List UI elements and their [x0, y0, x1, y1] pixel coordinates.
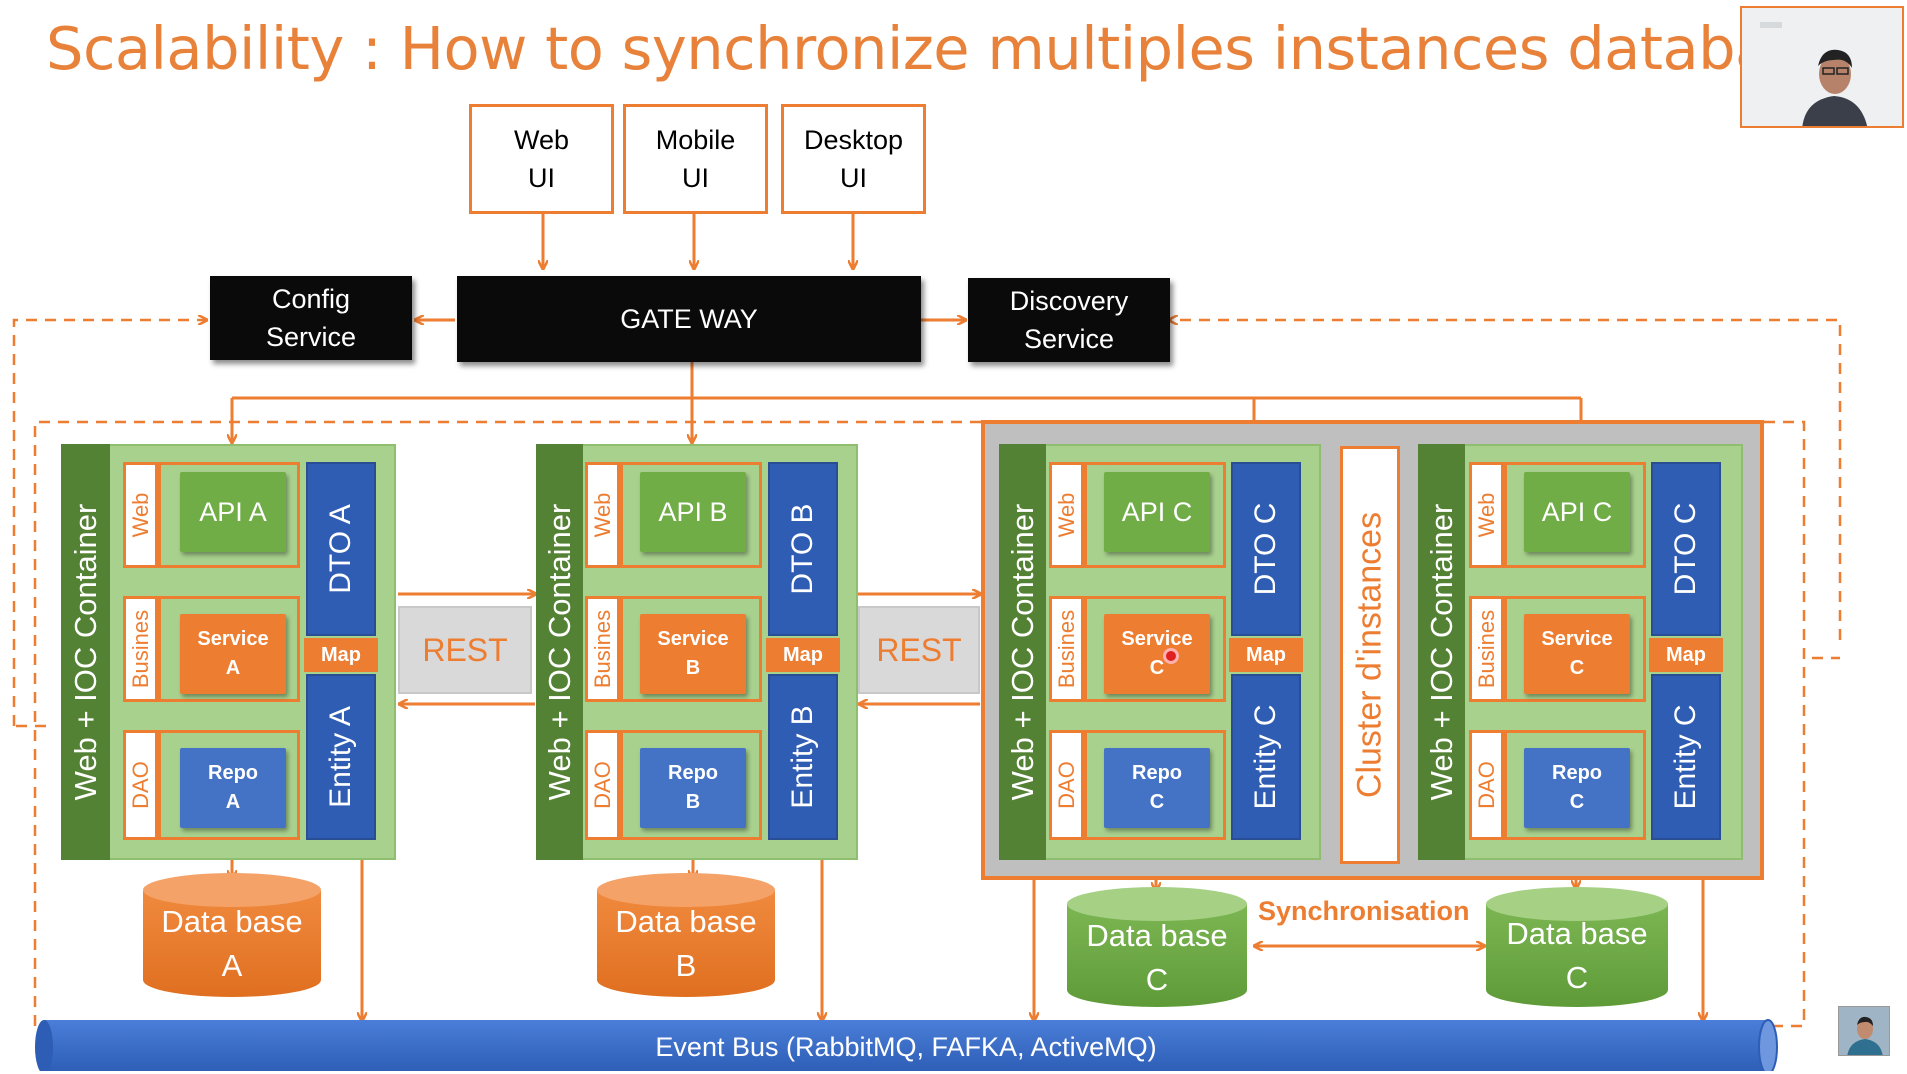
container-label: Web + IOC Container [541, 503, 577, 801]
business-layer-label: Busines [1049, 596, 1084, 702]
dto-a-column: DTO A [306, 462, 376, 636]
dto-c1-column: DTO C [1231, 462, 1301, 636]
api-c2-box: API C [1524, 472, 1630, 552]
slide-title: Scalability : How to synchronize multipl… [46, 14, 1886, 83]
synchronisation-label: Synchronisation [1258, 896, 1470, 926]
dao-layer-frame [158, 730, 300, 840]
rest-b-c: REST [858, 606, 980, 694]
web-layer-frame [620, 462, 762, 568]
entity-c1-column: Entity C [1231, 674, 1301, 840]
event-bus-shape [35, 1019, 1778, 1071]
microservice-b-container-bar: Web + IOC Container [536, 444, 583, 860]
container-label: Web + IOC Container [1004, 503, 1040, 801]
microservice-a-container-bar: Web + IOC Container [61, 444, 110, 860]
dto-c2-column: DTO C [1651, 462, 1721, 636]
map-c1-tag: Map [1229, 638, 1303, 672]
map-a-tag: Map [304, 638, 378, 672]
container-label: Web + IOC Container [1423, 503, 1459, 801]
business-layer-frame [1084, 596, 1226, 702]
api-b-box: API B [640, 472, 746, 552]
presenter-image [1742, 8, 1902, 126]
event-bus-label: Event Bus (RabbitMQ, FAFKA, ActiveMQ) [655, 1031, 1157, 1062]
web-layer-frame [1084, 462, 1226, 568]
cursor-pointer-icon [1163, 648, 1179, 664]
participant-thumbnail [1838, 1006, 1890, 1056]
api-a-box: API A [180, 472, 286, 552]
dao-layer-frame [620, 730, 762, 840]
dao-layer-frame [1504, 730, 1646, 840]
business-layer-label: Busines [123, 596, 158, 702]
entity-a-column: Entity A [306, 674, 376, 840]
dto-b-column: DTO B [768, 462, 838, 636]
entity-c2-column: Entity C [1651, 674, 1721, 840]
dao-layer-label: DAO [585, 730, 620, 840]
databases [143, 873, 1668, 1007]
dao-layer-label: DAO [1049, 730, 1084, 840]
web-layer-frame [1504, 462, 1646, 568]
dao-layer-label: DAO [1469, 730, 1504, 840]
rest-a-b: REST [398, 606, 532, 694]
presenter-webcam [1740, 6, 1904, 128]
business-layer-label: Busines [1469, 596, 1504, 702]
business-layer-frame [620, 596, 762, 702]
dao-layer-frame [1084, 730, 1226, 840]
web-layer-label: Web [1469, 462, 1504, 568]
web-layer-label: Web [585, 462, 620, 568]
gateway-box: GATE WAY [457, 276, 921, 362]
entity-b-column: Entity B [768, 674, 838, 840]
microservice-c2-container-bar: Web + IOC Container [1418, 444, 1465, 860]
cluster-label: Cluster d'instances [1350, 511, 1389, 799]
participant-image [1839, 1007, 1889, 1055]
microservice-c1-container-bar: Web + IOC Container [999, 444, 1046, 860]
business-layer-label: Busines [585, 596, 620, 702]
business-layer-frame [1504, 596, 1646, 702]
cluster-label-box: Cluster d'instances [1340, 446, 1400, 864]
api-c1-box: API C [1104, 472, 1210, 552]
web-layer-label: Web [1049, 462, 1084, 568]
map-c2-tag: Map [1649, 638, 1723, 672]
container-label: Web + IOC Container [67, 503, 103, 801]
dao-layer-label: DAO [123, 730, 158, 840]
web-layer-label: Web [123, 462, 158, 568]
web-layer-frame [158, 462, 300, 568]
map-b-tag: Map [766, 638, 840, 672]
business-layer-frame [158, 596, 300, 702]
